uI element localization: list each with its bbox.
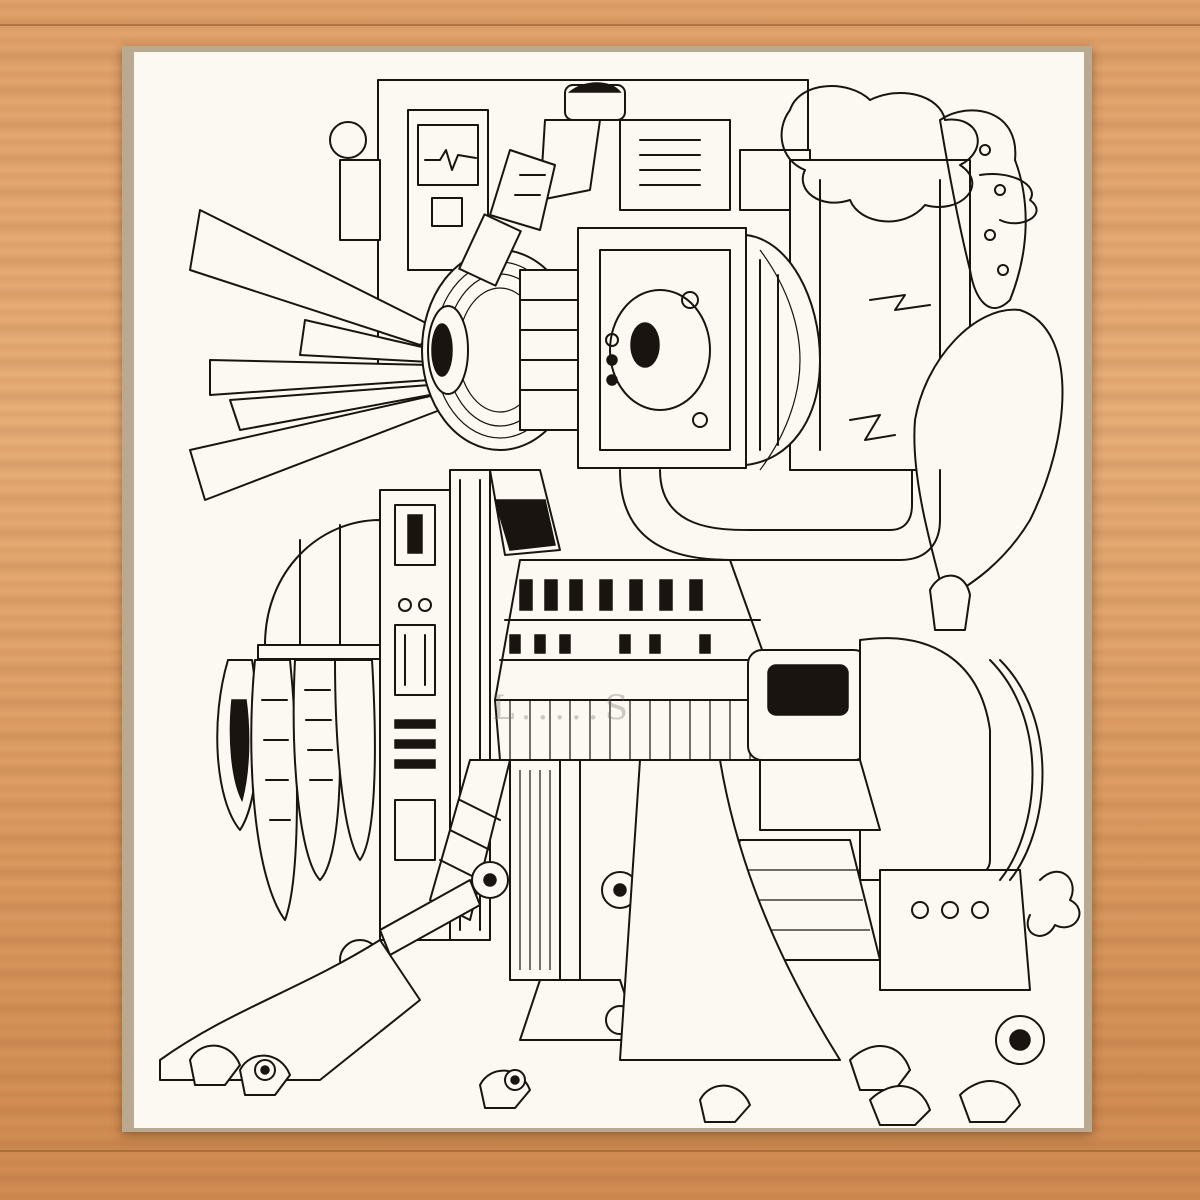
- left-dome-arm: [257, 519, 384, 660]
- pipes: [619, 469, 941, 561]
- right-ornament: [939, 109, 1027, 310]
- smoke-cloud: [780, 85, 1038, 225]
- lower-legs: [339, 759, 641, 1041]
- fan-wing: [745, 234, 821, 471]
- eye-light-rays: [189, 209, 441, 501]
- pleated-torso: [489, 469, 781, 761]
- claws: [189, 1044, 1021, 1126]
- screen-body: [577, 227, 747, 469]
- eye-head: [421, 249, 581, 451]
- wood-plank-seam: [0, 1150, 1200, 1152]
- top-bottle: [458, 82, 626, 287]
- trunk-base: [159, 759, 841, 1081]
- right-leaf-tail: [913, 308, 1064, 631]
- left-feathers: [216, 659, 376, 921]
- wood-plank-seam: [0, 24, 1200, 26]
- steam-squiggle: [1026, 870, 1081, 937]
- lightning-bolts: [849, 294, 931, 441]
- watermark: L.....S: [492, 688, 634, 728]
- right-robot-body: [747, 637, 1045, 1065]
- control-tower: [379, 469, 491, 941]
